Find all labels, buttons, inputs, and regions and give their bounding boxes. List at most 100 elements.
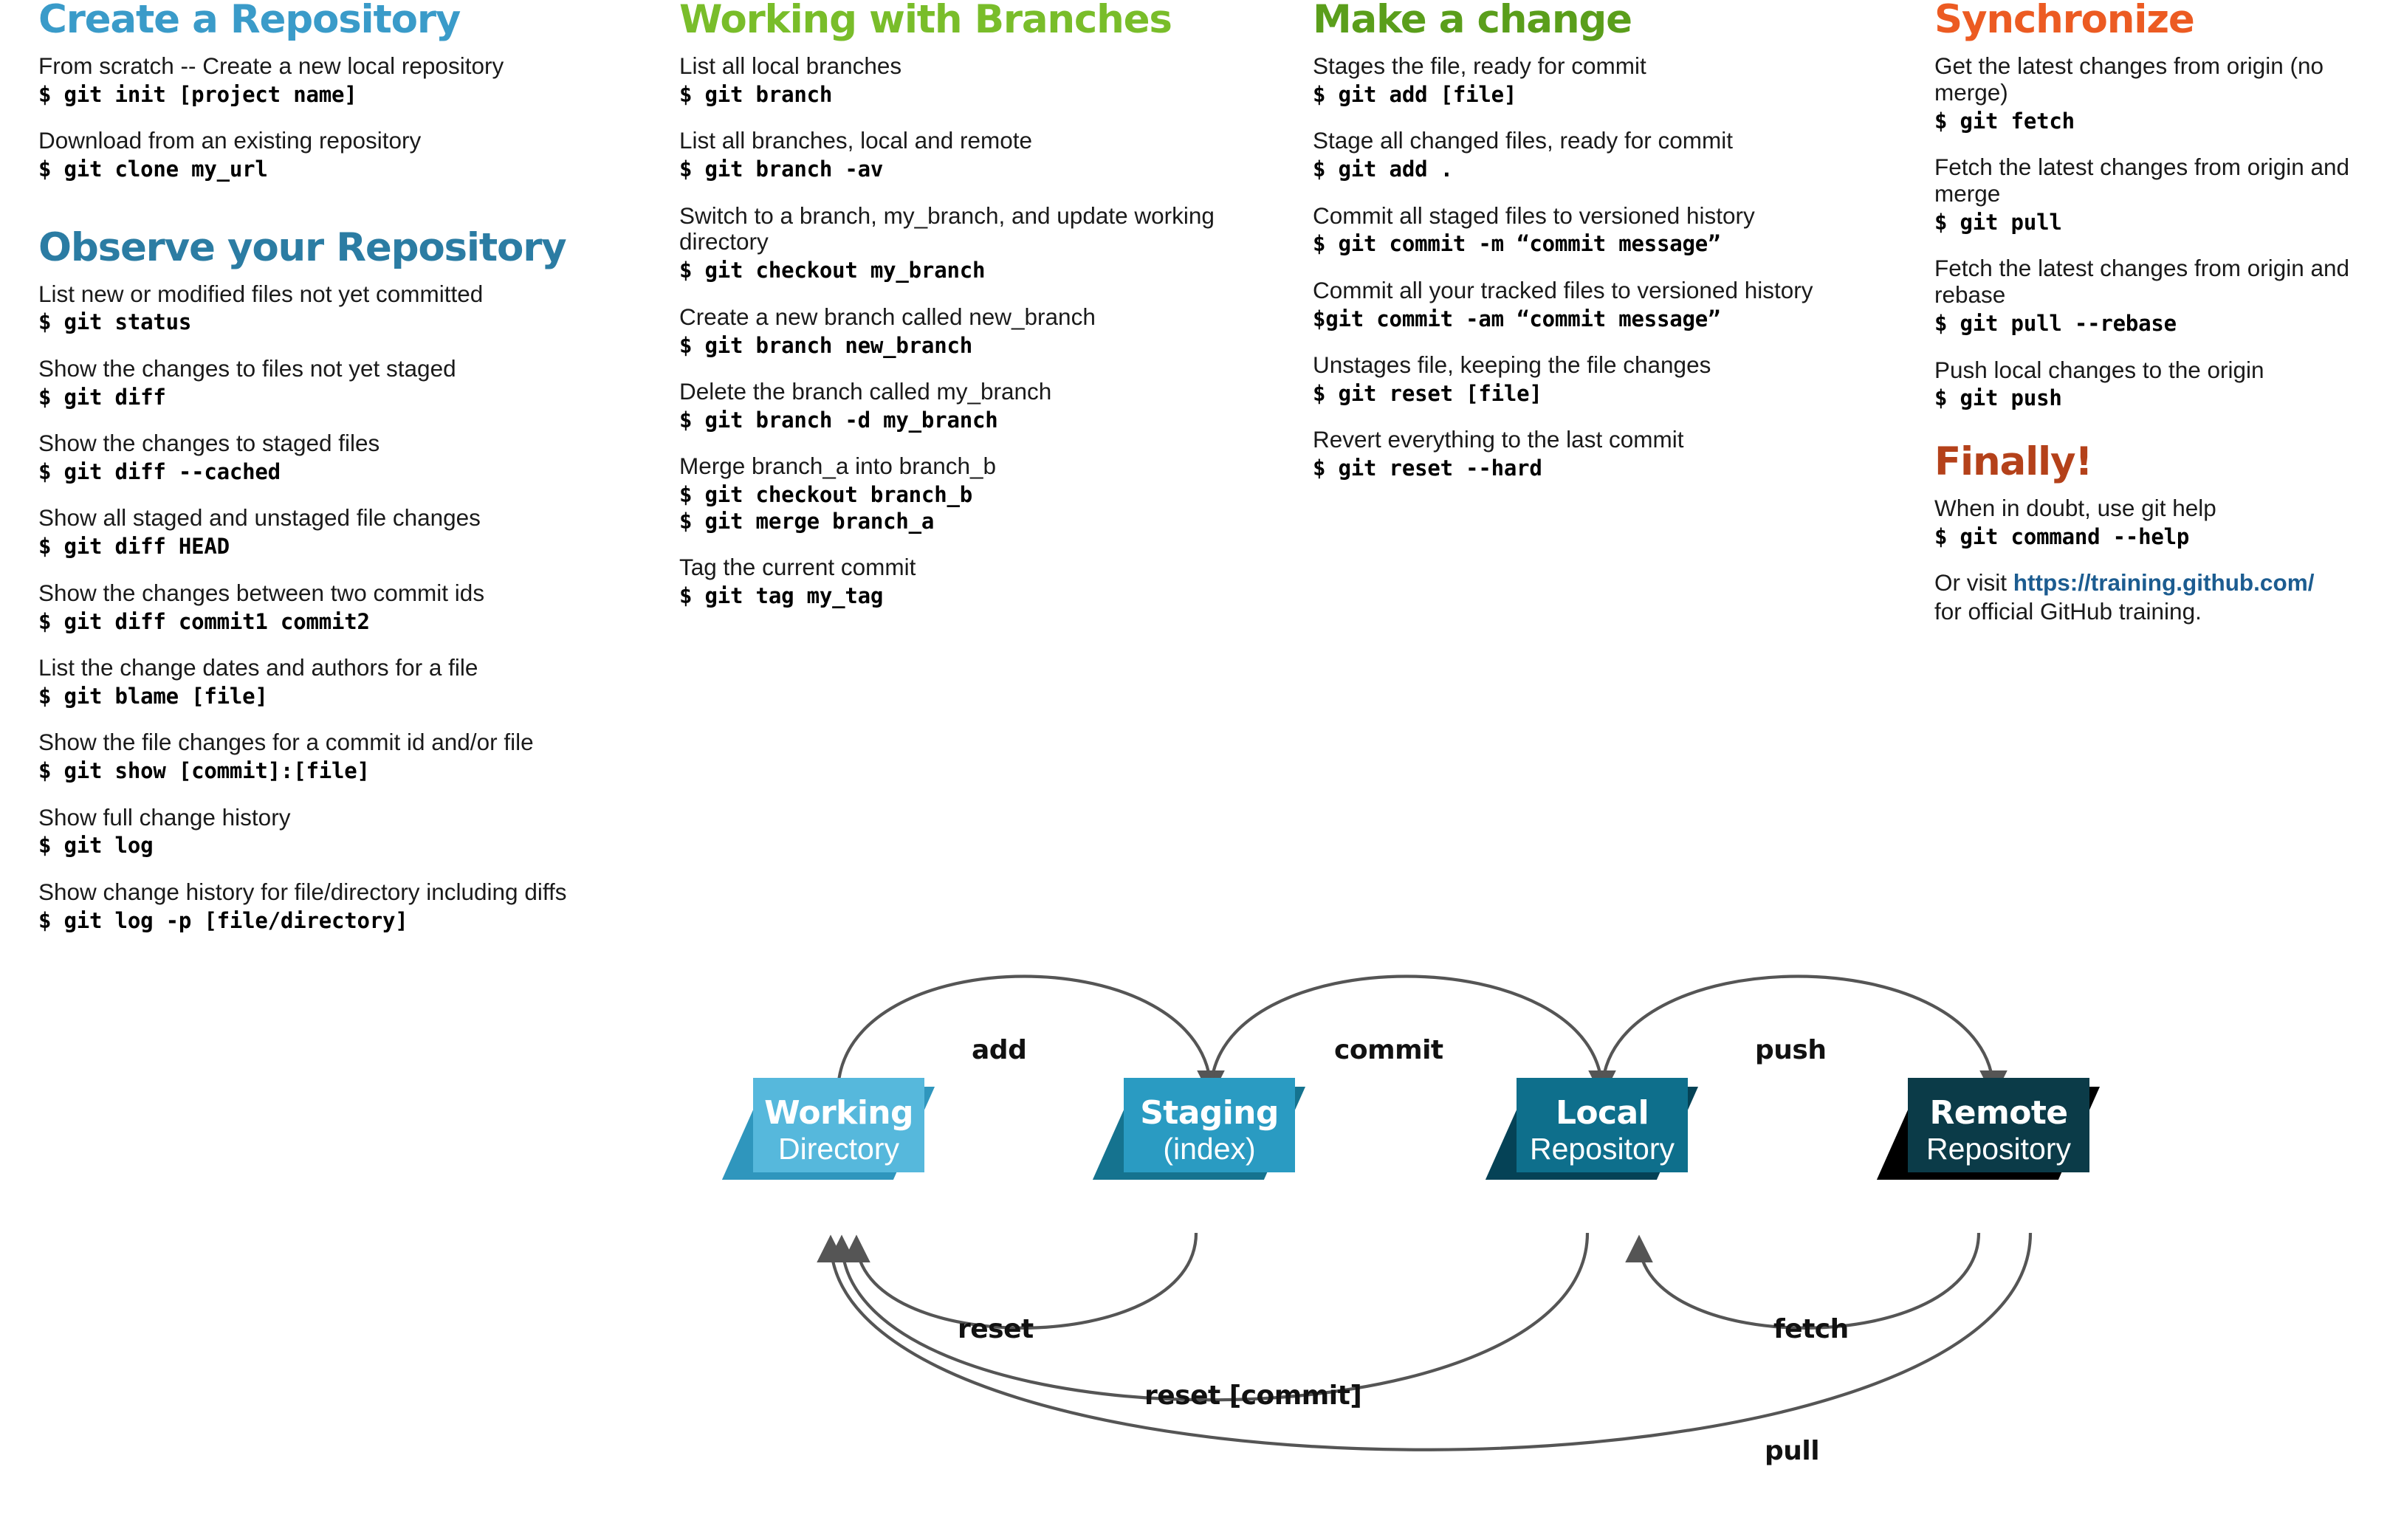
entry-git-branch-new: Create a new branch called new_branch $ …	[679, 303, 1240, 359]
section-title-observe-your-repository: Observe your Repository	[38, 224, 567, 270]
command-git-show[interactable]: $ git show [commit]:[file]	[38, 758, 370, 784]
entry-description: Create a new branch called new_branch	[679, 303, 1096, 330]
section-make-a-change: Make a change Stages the file, ready for…	[1313, 0, 1874, 482]
command-git-branch-new[interactable]: $ git branch new_branch	[679, 332, 972, 358]
section-observe-your-repository: Observe your Repository List new or modi…	[38, 228, 607, 935]
command-git-branch-av[interactable]: $ git branch -av	[679, 157, 884, 182]
command-git-checkout[interactable]: $ git checkout my_branch	[679, 258, 986, 283]
training-prefix: Or visit	[1934, 569, 2013, 597]
node-remote-repository[interactable]: Remote Repository	[1908, 1078, 2089, 1172]
entry-git-log: Show full change history $ git log	[38, 804, 607, 859]
command-git-init[interactable]: $ git init [project name]	[38, 81, 357, 107]
arrow-reset-commit	[828, 1232, 1590, 1402]
arrow-label-commit: commit	[1334, 1035, 1443, 1065]
entry-git-fetch: Get the latest changes from origin (no m…	[1934, 52, 2363, 134]
arrow-fetch	[1625, 1232, 1981, 1330]
entry-git-commit-am: Commit all your tracked files to version…	[1313, 276, 1874, 332]
entry-description: When in doubt, use git help	[1934, 494, 2216, 521]
entry-description: Commit all your tracked files to version…	[1313, 276, 1813, 303]
entry-description: From scratch -- Create a new local repos…	[38, 52, 504, 79]
command-git-branch[interactable]: $ git branch	[679, 81, 833, 107]
command-git-pull[interactable]: $ git pull	[1934, 210, 2062, 235]
entry-git-diff-commits: Show the changes between two commit ids …	[38, 580, 607, 635]
section-working-with-branches: Working with Branches List all local bra…	[679, 0, 1240, 609]
entry-git-help: When in doubt, use git help $ git comman…	[1934, 495, 2363, 550]
node-working-directory[interactable]: Working Directory	[753, 1078, 924, 1172]
entry-git-clone: Download from an existing repository $ g…	[38, 127, 607, 182]
node-local-repository[interactable]: Local Repository	[1517, 1078, 1688, 1172]
command-git-pull-rebase[interactable]: $ git pull --rebase	[1934, 311, 2177, 337]
diagram-arrows	[817, 974, 2033, 1451]
section-title-synchronize: Synchronize	[1934, 0, 2195, 42]
command-git-diff-commits[interactable]: $ git diff commit1 commit2	[38, 608, 370, 634]
entry-description: List the change dates and authors for a …	[38, 653, 478, 681]
entry-git-pull-rebase: Fetch the latest changes from origin and…	[1934, 255, 2363, 337]
node-staging-index[interactable]: Staging (index)	[1124, 1078, 1295, 1172]
entry-git-branch-delete: Delete the branch called my_branch $ git…	[679, 378, 1240, 433]
entry-description: Delete the branch called my_branch	[679, 378, 1052, 405]
arrow-label-reset-commit: reset [commit]	[1144, 1381, 1362, 1411]
arrow-label-push: push	[1755, 1035, 1827, 1065]
node-title: Remote	[1929, 1094, 2068, 1132]
entry-git-diff-cached: Show the changes to staged files $ git d…	[38, 430, 607, 485]
entry-git-branch-av: List all branches, local and remote $ gi…	[679, 127, 1240, 182]
command-git-blame[interactable]: $ git blame [file]	[38, 683, 268, 709]
node-title: Staging	[1140, 1094, 1279, 1132]
arrow-commit	[1209, 974, 1616, 1099]
command-git-commit-am[interactable]: $git commit -am “commit message”	[1313, 306, 1721, 331]
entry-description: Revert everything to the last commit	[1313, 426, 1684, 453]
entry-description: Fetch the latest changes from origin and…	[1934, 255, 2350, 309]
command-git-log-p[interactable]: $ git log -p [file/directory]	[38, 907, 408, 933]
column-create-observe: Create a Repository From scratch -- Crea…	[38, 0, 607, 954]
section-title-working-with-branches: Working with Branches	[679, 0, 1172, 42]
training-line-1: Or visit https://training.github.com/	[1934, 569, 2363, 597]
section-title-make-a-change: Make a change	[1313, 0, 1632, 42]
entry-description: Show the file changes for a commit id an…	[38, 729, 534, 756]
entry-description: Fetch the latest changes from origin and…	[1934, 154, 2350, 207]
command-git-checkout-branch-b[interactable]: $ git checkout branch_b	[679, 482, 972, 508]
entry-description: Merge branch_a into branch_b	[679, 453, 997, 480]
command-git-add-all[interactable]: $ git add .	[1313, 157, 1453, 182]
command-git-clone[interactable]: $ git clone my_url	[38, 157, 268, 182]
command-git-push[interactable]: $ git push	[1934, 385, 2062, 411]
node-subtitle: (index)	[1163, 1132, 1256, 1166]
command-git-help[interactable]: $ git command --help	[1934, 523, 2190, 549]
git-workflow-diagram: Working Directory Staging (index) Local …	[721, 871, 2377, 1536]
command-git-tag[interactable]: $ git tag my_tag	[679, 582, 884, 608]
entry-git-push: Push local changes to the origin $ git p…	[1934, 357, 2363, 412]
entry-description: Commit all staged files to versioned his…	[1313, 202, 1755, 229]
command-git-log[interactable]: $ git log	[38, 833, 154, 859]
command-git-status[interactable]: $ git status	[38, 309, 192, 335]
command-git-branch-delete[interactable]: $ git branch -d my_branch	[679, 407, 998, 433]
node-subtitle: Repository	[1530, 1132, 1675, 1166]
entry-git-add-all: Stage all changed files, ready for commi…	[1313, 127, 1874, 182]
entry-description: Show the changes between two commit ids	[38, 579, 485, 606]
entry-description: Download from an existing repository	[38, 127, 422, 154]
command-git-fetch[interactable]: $ git fetch	[1934, 108, 2075, 134]
arrow-add	[836, 974, 1225, 1099]
command-git-diff-head[interactable]: $ git diff HEAD	[38, 534, 230, 560]
node-title: Local	[1555, 1094, 1649, 1132]
section-synchronize: Synchronize Get the latest changes from …	[1934, 0, 2363, 412]
entry-git-branch: List all local branches $ git branch	[679, 52, 1240, 108]
section-title-create-a-repository: Create a Repository	[38, 0, 461, 42]
node-subtitle: Repository	[1926, 1132, 2071, 1166]
command-git-diff[interactable]: $ git diff	[38, 384, 166, 410]
entry-description: Show the changes to files not yet staged	[38, 354, 456, 382]
command-git-add-file[interactable]: $ git add [file]	[1313, 81, 1517, 107]
section-create-a-repository: Create a Repository From scratch -- Crea…	[38, 0, 607, 183]
entry-git-commit-m: Commit all staged files to versioned his…	[1313, 202, 1874, 258]
command-git-reset-hard[interactable]: $ git reset --hard	[1313, 456, 1542, 481]
command-git-commit-m[interactable]: $ git commit -m “commit message”	[1313, 231, 1721, 257]
entry-git-blame: List the change dates and authors for a …	[38, 653, 607, 709]
entry-description: Tag the current commit	[679, 553, 916, 580]
command-git-diff-cached[interactable]: $ git diff --cached	[38, 459, 281, 485]
command-git-merge-branch-a[interactable]: $ git merge branch_a	[679, 508, 935, 534]
training-url-link[interactable]: https://training.github.com/	[2013, 569, 2315, 597]
arrow-label-fetch: fetch	[1773, 1314, 1849, 1344]
entry-description: Push local changes to the origin	[1934, 356, 2264, 383]
command-git-reset-file[interactable]: $ git reset [file]	[1313, 381, 1542, 407]
entry-training-link: Or visit https://training.github.com/ fo…	[1934, 569, 2363, 625]
entry-git-reset-file: Unstages file, keeping the file changes …	[1313, 351, 1874, 407]
